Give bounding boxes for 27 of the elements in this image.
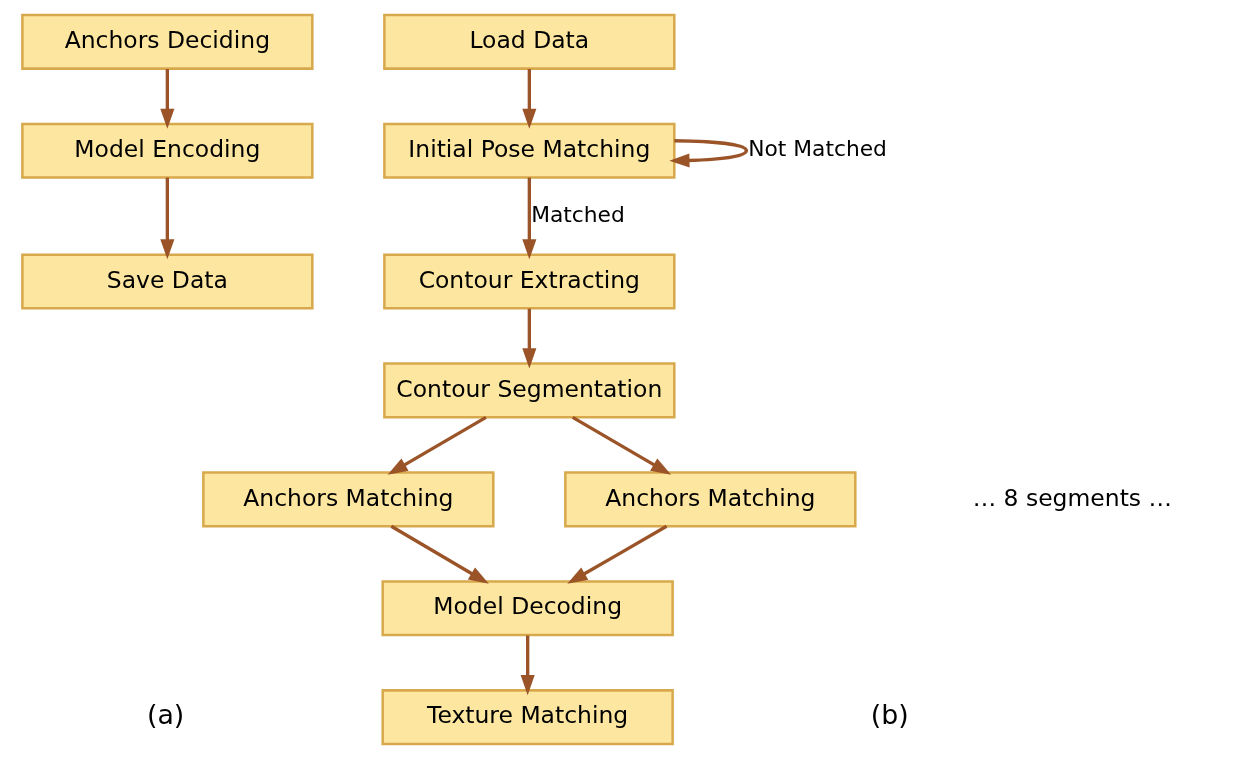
label: … 8 segments … bbox=[972, 483, 1172, 512]
arrow bbox=[160, 177, 175, 260]
arrow bbox=[520, 635, 535, 696]
node-box: Load Data bbox=[383, 13, 676, 70]
node-box: Anchors Matching bbox=[564, 471, 857, 528]
arrow bbox=[669, 139, 749, 168]
node-box: Texture Matching bbox=[381, 689, 674, 746]
edge-label: Matched bbox=[531, 201, 625, 227]
node-box: Model Encoding bbox=[21, 122, 314, 179]
arrow bbox=[567, 524, 668, 584]
label: (b) bbox=[870, 698, 909, 730]
node-box: Save Data bbox=[21, 253, 314, 310]
node-box: Anchors Deciding bbox=[21, 13, 314, 70]
label: (a) bbox=[147, 698, 185, 730]
node-box: Anchors Matching bbox=[202, 471, 495, 528]
arrow bbox=[522, 69, 537, 129]
edge-label: Not Matched bbox=[748, 136, 887, 162]
node-box: Contour Segmentation bbox=[383, 362, 676, 419]
arrow bbox=[387, 415, 487, 475]
arrow bbox=[160, 69, 175, 129]
arrow bbox=[571, 415, 672, 475]
node-box: Initial Pose Matching bbox=[383, 122, 676, 179]
node-box: Model Decoding bbox=[381, 580, 674, 637]
node-box: Contour Extracting bbox=[383, 253, 676, 310]
arrow bbox=[390, 524, 489, 584]
arrow bbox=[522, 308, 537, 369]
arrow bbox=[522, 177, 537, 260]
